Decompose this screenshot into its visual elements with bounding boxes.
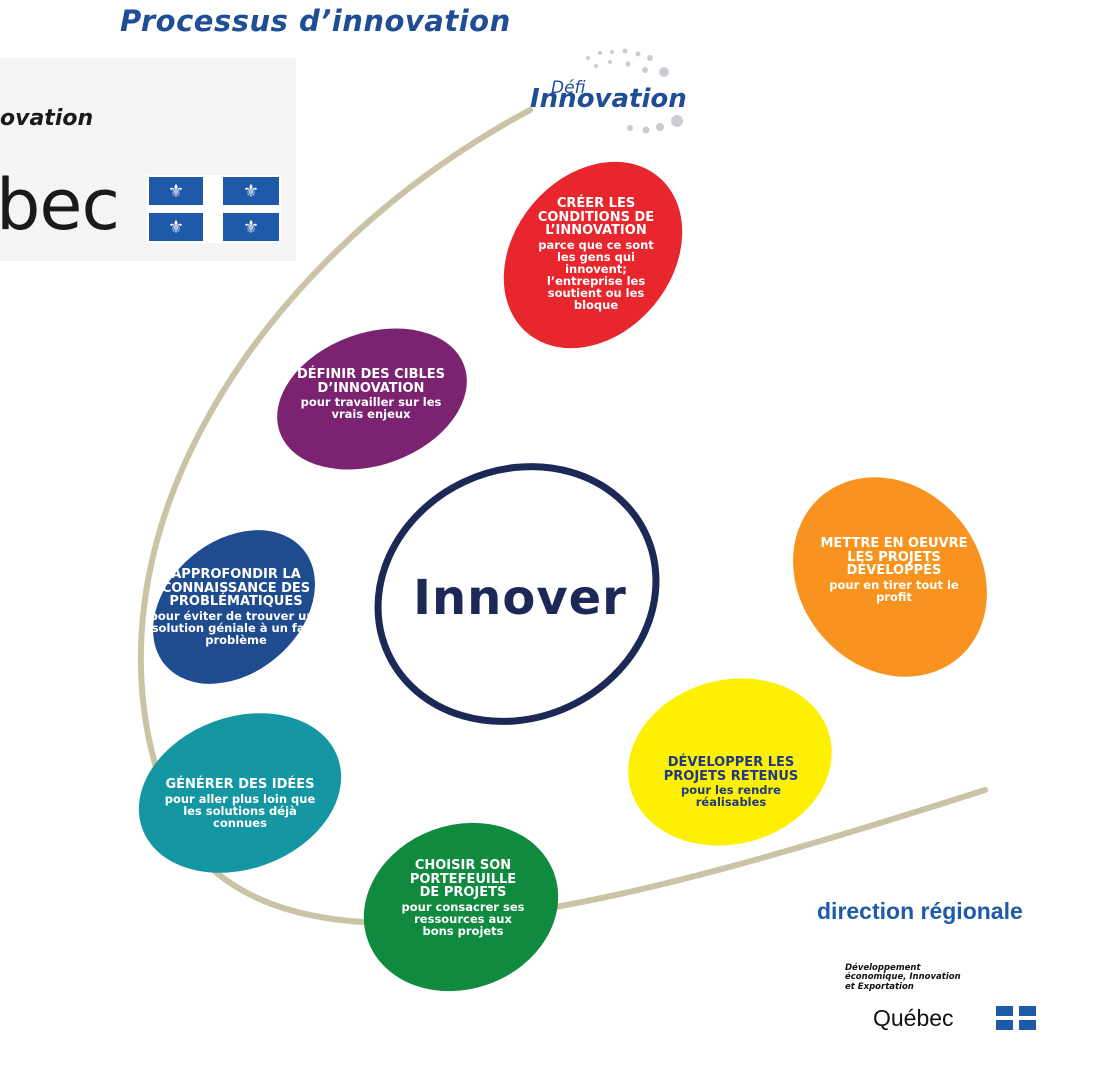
defi-innovation-dots	[586, 48, 683, 134]
svg-text:⚜: ⚜	[168, 217, 184, 238]
svg-text:⚜: ⚜	[243, 181, 259, 202]
side-panel-word: bec	[0, 164, 120, 246]
ministry-line-2: économique, Innovation	[845, 972, 961, 983]
bubble-step-3	[153, 530, 315, 684]
quebec-flag-small-icon	[996, 1006, 1036, 1030]
step-5-description: pour consacrer ses ressources aux bons p…	[401, 899, 525, 939]
bubble-step-2	[277, 328, 467, 470]
bubble-step-4	[138, 713, 342, 873]
side-panel-label: ovation	[0, 106, 94, 131]
quebec-wordmark: Québec	[873, 1005, 954, 1031]
step-1-description: parce que ce sont les gens qui innovent;…	[538, 237, 654, 313]
step-2-description: pour travailler sur les vrais enjeux	[300, 395, 442, 422]
step-7-heading: METTRE EN OEUVRE LES PROJETS DÉVELOPPÉS	[820, 536, 968, 579]
side-panel: ovation bec ⚜ ⚜ ⚜ ⚜	[0, 58, 296, 261]
ministry-name: Développement économique, Innovation et …	[845, 963, 961, 992]
page-title: Processus d’innovation	[120, 4, 511, 38]
bubble-step-7	[793, 477, 987, 677]
step-7-description: pour en tirer tout le profit	[829, 577, 959, 604]
step-6-description: pour les rendre réalisables	[681, 783, 781, 810]
step-6-heading: DÉVELOPPER LES PROJETS RETENUS	[663, 755, 799, 784]
step-4-heading: GÉNÉRER DES IDÉES	[165, 777, 315, 792]
svg-text:⚜: ⚜	[168, 181, 184, 202]
step-7-text: METTRE EN OEUVRE LES PROJETS DÉVELOPPÉS …	[812, 537, 976, 603]
step-3-heading: APPROFONDIR LA CONNAISSANCE DES PROBLÉMA…	[161, 567, 311, 610]
region-label: direction régionale	[817, 898, 1023, 924]
quebec-flag-icon: ⚜ ⚜ ⚜ ⚜	[147, 175, 281, 243]
step-2-text: DÉFINIR DES CIBLES D’INNOVATION pour tra…	[295, 367, 447, 422]
bubble-step-5	[363, 822, 559, 992]
step-4-description: pour aller plus loin que les solutions d…	[164, 791, 316, 830]
defi-logo-big: Innovation	[530, 84, 687, 114]
step-1-heading: CRÉER LES CONDITIONS DE L’INNOVATION	[537, 196, 655, 239]
center-ring	[374, 463, 660, 725]
defi-logo-small: Défi	[551, 78, 586, 98]
step-1-text: CRÉER LES CONDITIONS DE L’INNOVATION par…	[528, 196, 664, 313]
center-label: Innover	[413, 570, 627, 626]
bubble-step-6	[628, 678, 832, 846]
step-4-text: GÉNÉRER DES IDÉES pour aller plus loin q…	[160, 778, 320, 829]
step-5-text: CHOISIR SON PORTEFEUILLE DE PROJETS pour…	[398, 859, 528, 937]
ministry-line-3: et Exportation	[845, 981, 914, 992]
ministry-line-1: Développement	[845, 963, 921, 973]
step-2-heading: DÉFINIR DES CIBLES D’INNOVATION	[296, 367, 445, 396]
step-3-description: pour éviter de trouver une solution géni…	[149, 608, 323, 648]
svg-text:⚜: ⚜	[243, 217, 259, 238]
step-5-heading: CHOISIR SON PORTEFEUILLE DE PROJETS	[409, 858, 517, 901]
step-3-text: APPROFONDIR LA CONNAISSANCE DES PROBLÉMA…	[148, 568, 324, 646]
bubble-step-1	[503, 161, 683, 349]
step-6-text: DÉVELOPPER LES PROJETS RETENUS pour les …	[662, 755, 800, 810]
